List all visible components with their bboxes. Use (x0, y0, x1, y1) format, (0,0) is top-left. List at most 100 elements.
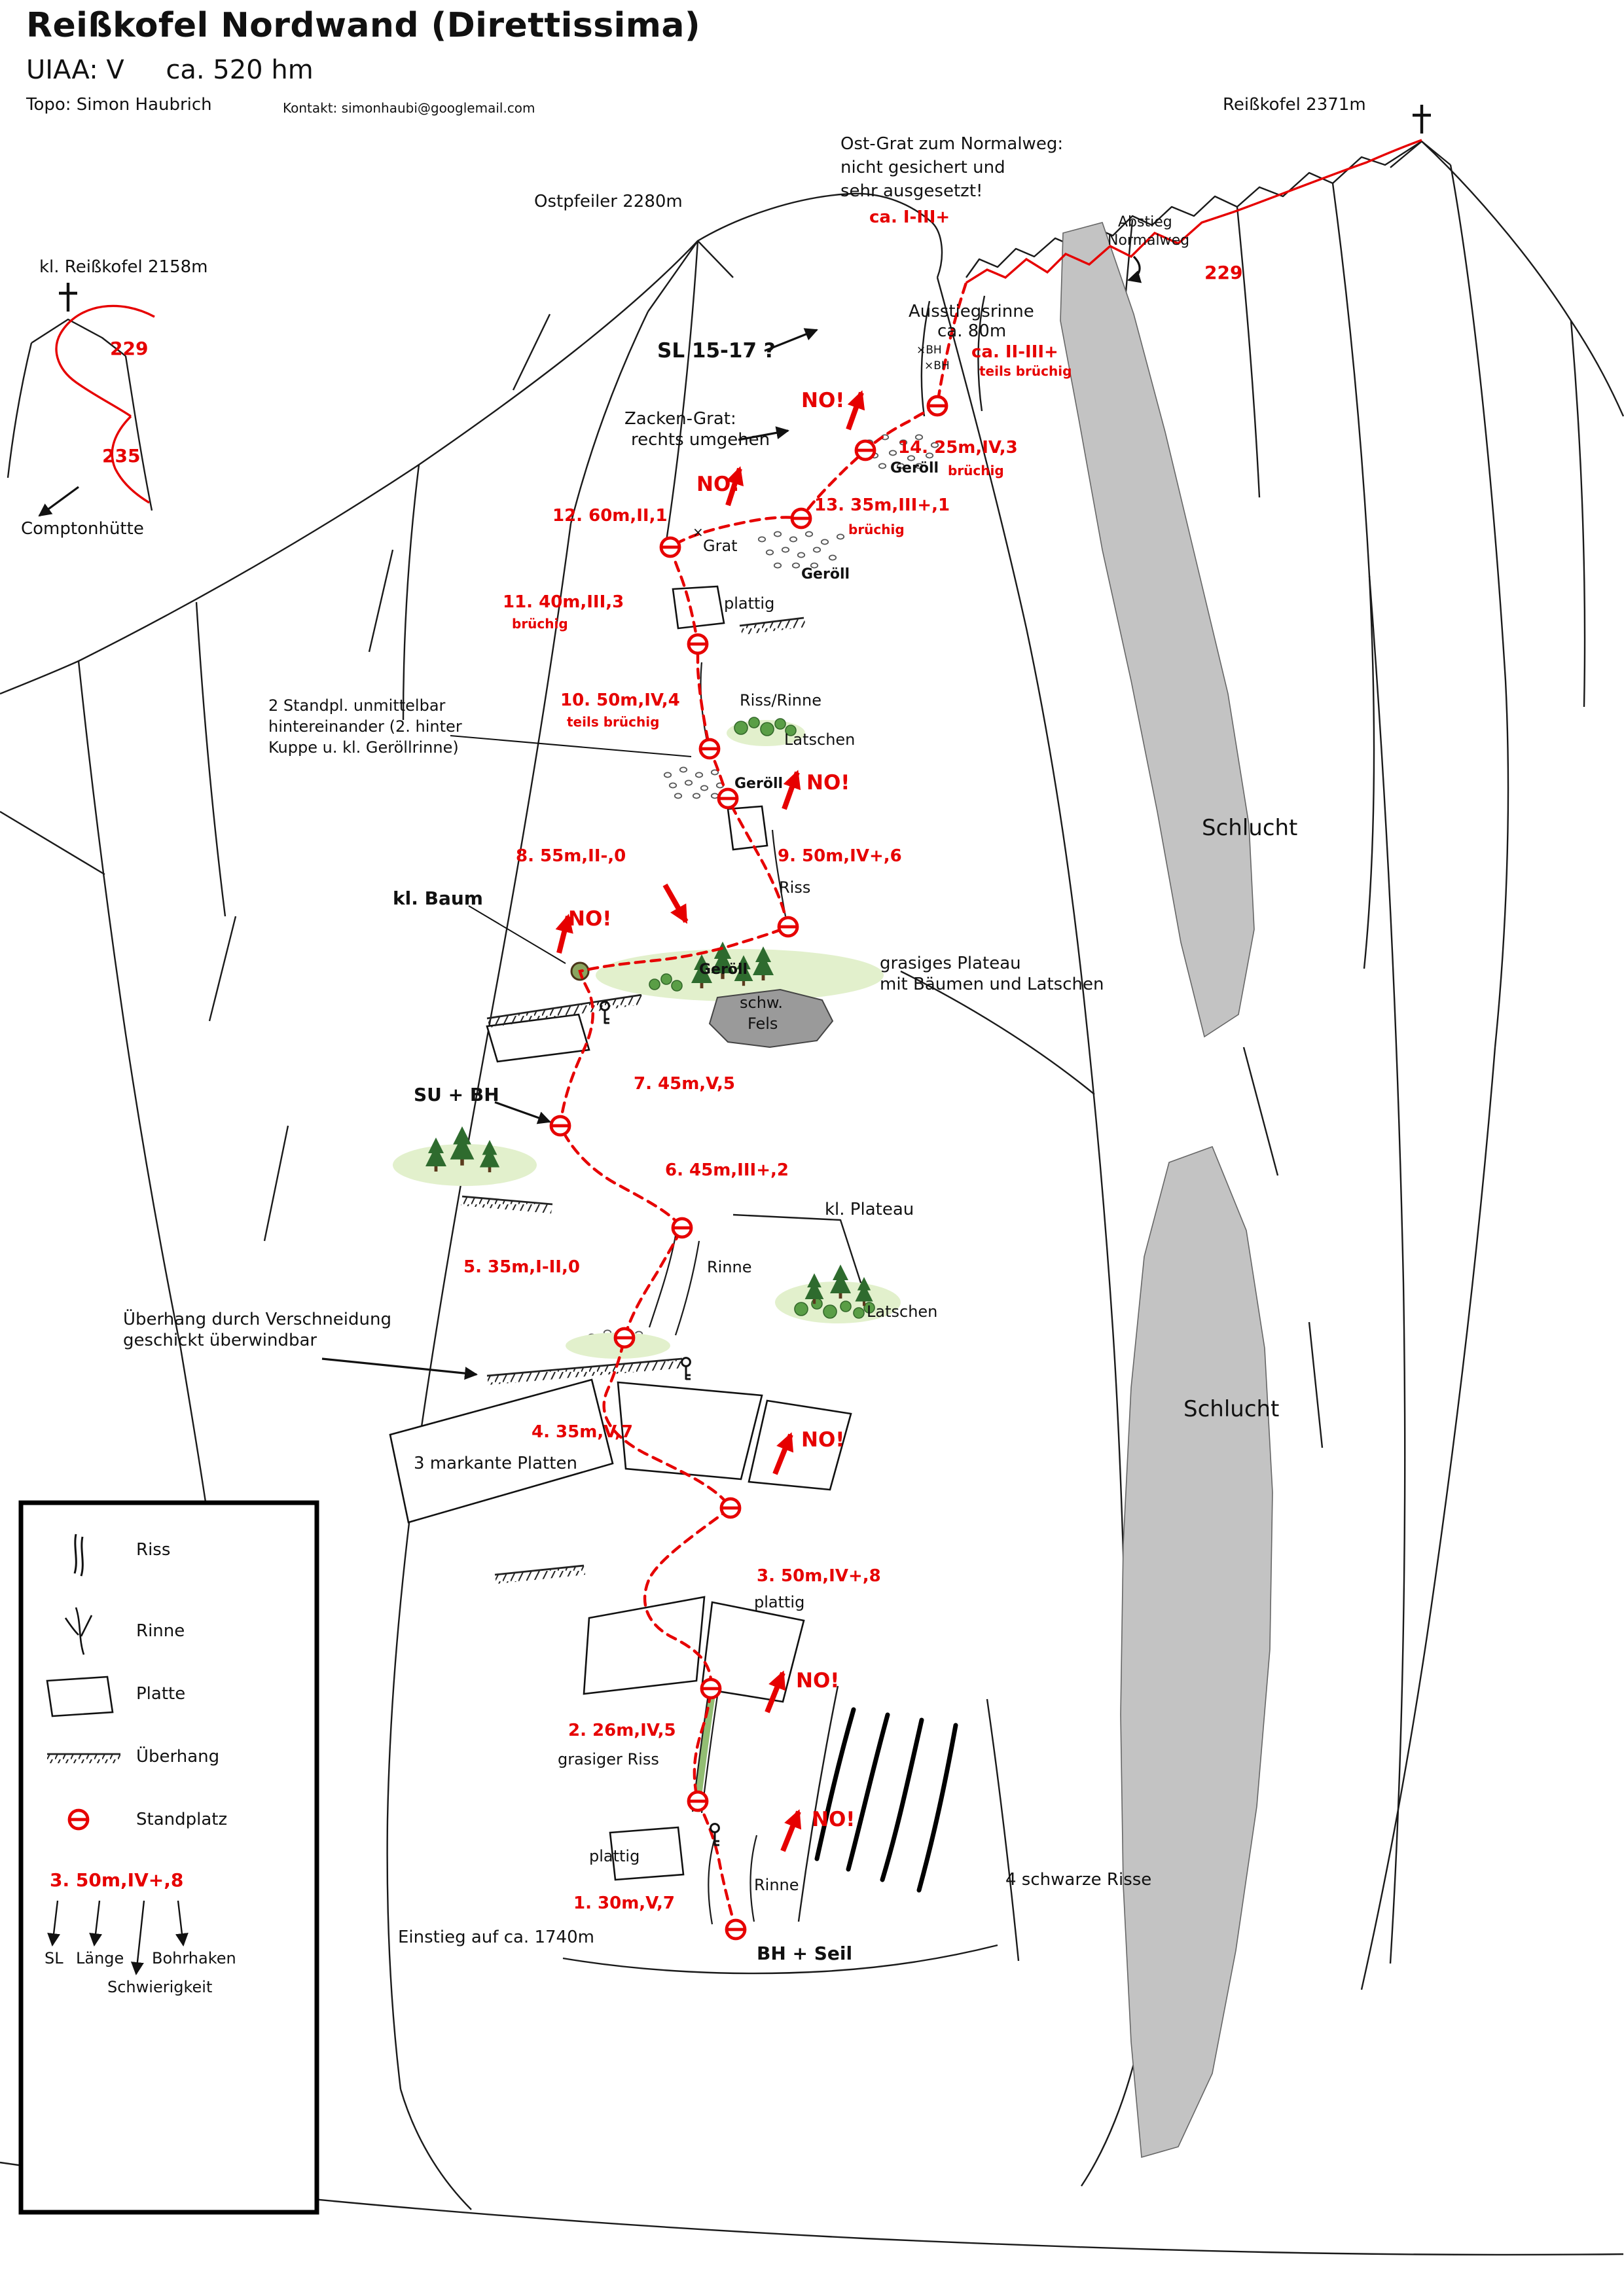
geroell-cluster-grat (757, 531, 845, 569)
geroell-label-2: Geröll (801, 565, 850, 583)
legend-riss-icon (73, 1534, 84, 1577)
normal-route-lines (55, 139, 1422, 504)
pitch-13-label: 13. 35m,III+,1 (814, 496, 950, 516)
upper-schlucht-band (1060, 222, 1255, 1038)
pitch-13-note: brüchig (848, 524, 905, 538)
zacken-note-2: rechts umgehen (631, 431, 770, 450)
schlucht-scree-bands (1060, 222, 1273, 2159)
geroell-label-3: Geröll (734, 775, 784, 792)
legend-rinne-label: Rinne (136, 1622, 185, 1641)
plattig-label-2: plattig (754, 1593, 805, 1611)
legend-rinne-icon (64, 1607, 93, 1655)
zacken-note-1: Zacken-Grat: (624, 410, 736, 429)
pitch-11-label: 11. 40m,III,3 (503, 593, 624, 613)
legend-sl-label: SL (45, 1949, 63, 1967)
peak-label-kl-reisskofel: kl. Reißkofel 2158m (39, 258, 208, 278)
riss-rinne-label: Riss/Rinne (740, 691, 821, 709)
exit-note: teils brüchig (979, 365, 1072, 380)
climbing-route-line (558, 281, 968, 1931)
annotation-arrows (38, 255, 1142, 1380)
bh-seil-label: BH + Seil (757, 1944, 853, 1965)
grasiges-plateau-1: grasiges Plateau (880, 954, 1021, 974)
pitch-9-label: 9. 50m,IV+,6 (778, 847, 902, 867)
ueberhang-note-1: Überhang durch Verschneidung (123, 1310, 391, 1330)
left-route-235: 235 (102, 446, 141, 467)
legend-box (18, 1500, 319, 2215)
legend-ueberhang-icon (47, 1753, 120, 1763)
four-black-cracks (814, 1707, 958, 1893)
pitch-14-label: 14. 25m,IV,3 (898, 439, 1018, 458)
pitch-7-label: 7. 45m,V,5 (634, 1075, 735, 1094)
pitch-10-note: teils brüchig (567, 716, 660, 730)
ostgrat-grade: ca. I-III+ (869, 208, 950, 228)
overhang-hatch-bands (461, 617, 806, 1584)
abstieg-label-2: Normalweg (1108, 232, 1190, 249)
standplatz-note-3: Kuppe u. kl. Geröllrinne) (268, 738, 459, 757)
bh-mark-2: ×BH (924, 360, 950, 373)
no-warning-6: NO! (796, 1669, 840, 1693)
contact: Kontakt: simonhaubi@googlemail.com (283, 102, 535, 117)
no-warning-2: NO! (696, 473, 740, 496)
peak-label-ostpfeiler: Ostpfeiler 2280m (534, 192, 683, 212)
ausstiegsrinne-label-1: Ausstiegsrinne (909, 302, 1034, 322)
pitch-8-label: 8. 55m,II-,0 (516, 847, 626, 867)
pitch-6-label: 6. 45m,III+,2 (665, 1161, 789, 1181)
pitch-3-label: 3. 50m,IV+,8 (757, 1567, 881, 1587)
kl-baum-label: kl. Baum (393, 889, 483, 910)
topo-credit: Topo: Simon Haubrich (26, 96, 212, 115)
no-warning-1: NO! (801, 389, 845, 412)
standplatz-note-2: hintereinander (2. hinter (268, 717, 462, 736)
summit-crosses (59, 105, 1431, 312)
legend-example-arrows (47, 1900, 189, 1975)
bh-mark-1: ×BH (916, 344, 942, 357)
legend-example: 3. 50m,IV+,8 (50, 1871, 184, 1892)
schwarzer-fels-blob (708, 988, 834, 1049)
hut-label: Comptonhütte (21, 520, 144, 539)
ostgrat-note-3: sehr ausgesetzt! (840, 182, 983, 202)
pitch-10-label: 10. 50m,IV,4 (560, 691, 680, 711)
no-warning-7: NO! (812, 1808, 856, 1831)
latschen-label-1: Latschen (784, 730, 856, 749)
legend-laenge-label: Länge (76, 1949, 124, 1967)
warning-arrows (555, 390, 865, 1852)
latschen-bushes (649, 717, 875, 1319)
summit-cross-reisskofel (1413, 105, 1431, 134)
legend-ueberhang-label: Überhang (136, 1748, 220, 1767)
schwarze-risse-label: 4 schwarze Risse (1005, 1871, 1152, 1890)
geroell-label-1: Geröll (890, 459, 939, 476)
ausstiegsrinne-label-2: ca. 80m (937, 322, 1007, 342)
peak-label-reisskofel: Reißkofel 2371m (1223, 96, 1366, 115)
pitch-11-note: brüchig (512, 618, 568, 632)
ostgrat-note-1: Ost-Grat zum Normalweg: (840, 135, 1064, 154)
pitch-2-label: 2. 26m,IV,5 (568, 1721, 676, 1741)
su-bh-label: SU + BH (414, 1085, 499, 1106)
legend-riss-label: Riss (136, 1541, 171, 1560)
page-title: Reißkofel Nordwand (Direttissima) (26, 7, 701, 46)
platten-label: 3 markante Platten (414, 1454, 577, 1474)
legend-standplatz-label: Standplatz (136, 1810, 228, 1830)
pitch-4-label: 4. 35m,V,7 (532, 1423, 633, 1443)
einstieg-label: Einstieg auf ca. 1740m (398, 1928, 594, 1948)
rinne-label-2: Rinne (754, 1876, 799, 1894)
schw-fels-label-2: Fels (748, 1014, 778, 1033)
schw-fels-label-1: schw. (740, 994, 783, 1012)
legend-platte-icon (46, 1676, 114, 1717)
grasiger-riss-label: grasiger Riss (558, 1750, 659, 1768)
plattig-label-1: plattig (724, 594, 775, 613)
pitch-12-label: 12. 60m,II,1 (552, 507, 668, 526)
exit-grade: ca. II-III+ (971, 343, 1058, 363)
rinne-label-1: Rinne (707, 1258, 752, 1276)
schlucht-label-2: Schlucht (1183, 1397, 1280, 1423)
grat-x-mark: × (693, 526, 704, 541)
grasiges-plateau-2: mit Bäumen und Latschen (880, 975, 1104, 995)
legend-platte-label: Platte (136, 1685, 186, 1704)
summit-cross-kl-reisskofel (59, 283, 77, 312)
schlucht-label-1: Schlucht (1202, 816, 1298, 842)
pitch-1-label: 1. 30m,V,7 (573, 1894, 675, 1914)
no-warning-3: NO! (806, 771, 850, 795)
riss-label: Riss (779, 878, 811, 897)
no-warning-5: NO! (801, 1428, 845, 1452)
